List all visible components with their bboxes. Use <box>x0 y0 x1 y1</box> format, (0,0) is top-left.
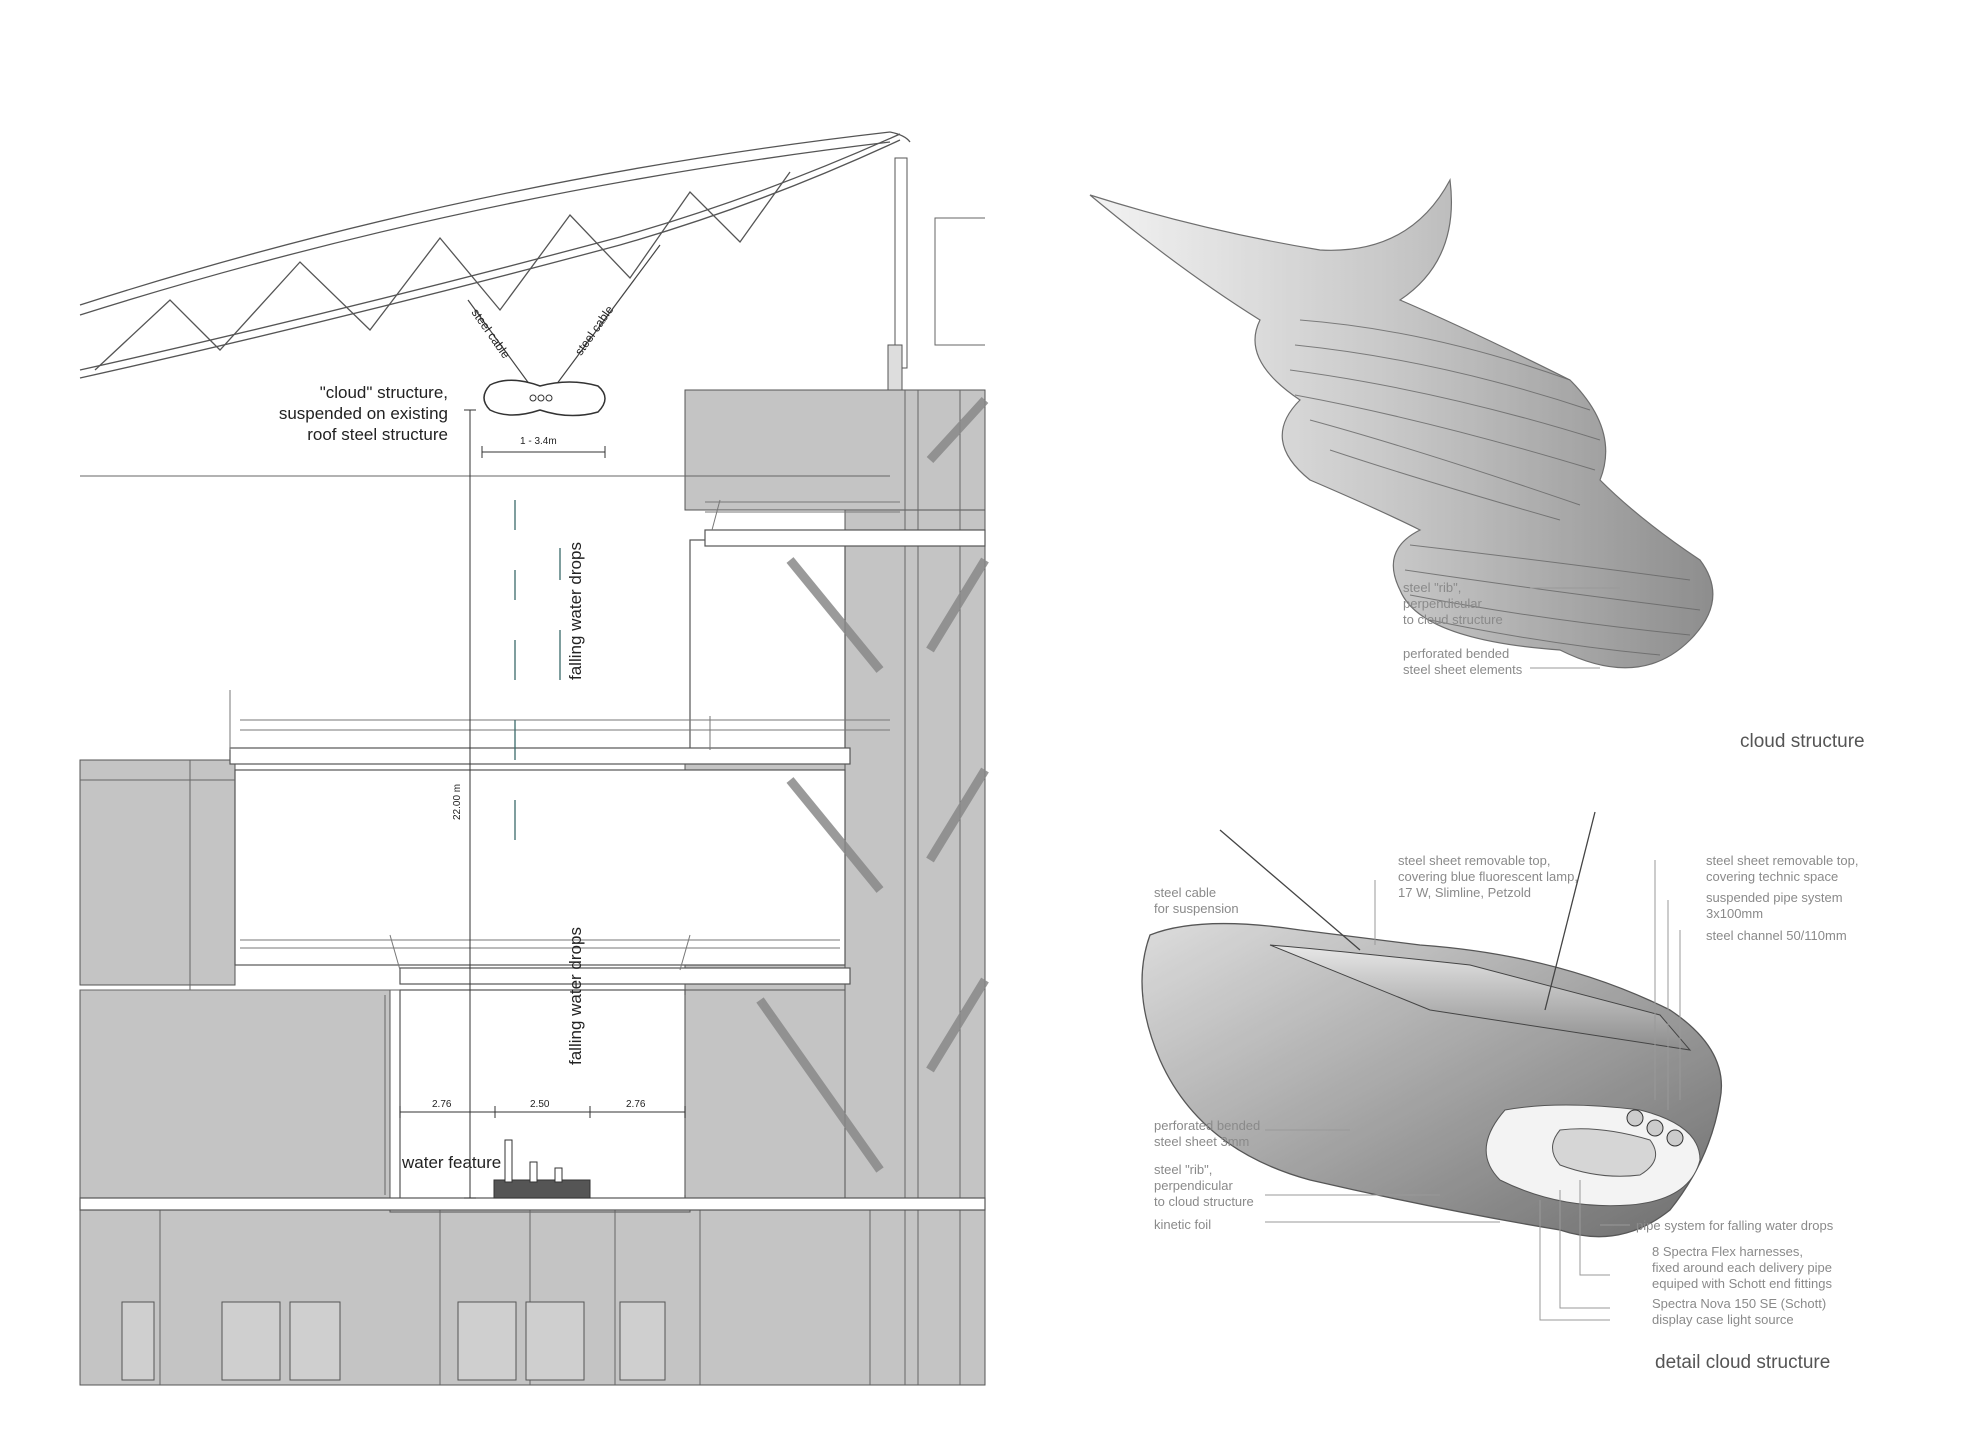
detail-sheet3-note: perforated bended steel sheet 3mm <box>1154 1118 1261 1149</box>
detail-top-lamp-note: steel sheet removable top, covering blue… <box>1398 853 1578 900</box>
detail-harness-note: 8 Spectra Flex harnesses, fixed around e… <box>1652 1244 1832 1291</box>
railings <box>229 499 900 971</box>
atrium-void <box>234 539 846 1201</box>
detail-light-note: Spectra Nova 150 SE (Schott) display cas… <box>1652 1296 1827 1327</box>
cloud-structure-label: "cloud" structure, suspended on existing… <box>278 383 448 444</box>
floor-bridges <box>79 529 986 1211</box>
cloud-width-label: 1 - 3.4m <box>520 436 557 447</box>
cloud-structure-caption: cloud structure <box>1740 731 1865 752</box>
detail-cable-note: steel cable for suspension <box>1154 885 1239 916</box>
falling-drops-label-bottom: falling water drops <box>566 927 585 1065</box>
height-dimension-label: 22.00 m <box>452 783 463 820</box>
dimension-mid: 2.50 <box>530 1099 550 1110</box>
steel-cables <box>467 244 661 386</box>
cloud-width-dimension <box>481 446 606 458</box>
water-feature-object <box>493 1139 591 1199</box>
dimension-right: 2.76 <box>626 1099 646 1110</box>
building-section <box>79 131 989 1386</box>
cloud-structure-sketch <box>1089 178 1714 669</box>
water-drop-lines <box>514 500 561 840</box>
detail-cloud-sketch <box>1141 811 1722 1321</box>
bottom-dimensions <box>399 1106 686 1118</box>
roof-truss <box>79 131 911 379</box>
water-feature-label: water feature <box>402 1153 502 1172</box>
detail-channel-note: steel channel 50/110mm <box>1706 928 1847 943</box>
detail-rib-note: steel "rib", perpendicular to cloud stru… <box>1154 1162 1254 1209</box>
cloud-sheet-note: perforated bended steel sheet elements <box>1403 646 1523 677</box>
cloud-capsule <box>483 379 606 417</box>
dimension-left: 2.76 <box>432 1099 452 1110</box>
detail-pipe-note: suspended pipe system 3x100mm <box>1706 890 1843 921</box>
height-dimension <box>464 409 476 1199</box>
detail-top-technic-note: steel sheet removable top, covering tech… <box>1706 853 1859 884</box>
cloud-rib-note: steel "rib", perpendicular to cloud stru… <box>1403 580 1503 627</box>
diagonal-bracing <box>756 396 989 1173</box>
tower-mast <box>894 157 908 369</box>
detail-cloud-caption: detail cloud structure <box>1655 1352 1831 1373</box>
detail-foil-note: kinetic foil <box>1154 1217 1212 1232</box>
building-mass <box>79 389 986 1386</box>
detail-pipe-drops-note: pipe system for falling water drops <box>1636 1218 1834 1233</box>
falling-drops-label-top: falling water drops <box>566 542 585 680</box>
ground-floor-doors <box>121 1301 666 1381</box>
